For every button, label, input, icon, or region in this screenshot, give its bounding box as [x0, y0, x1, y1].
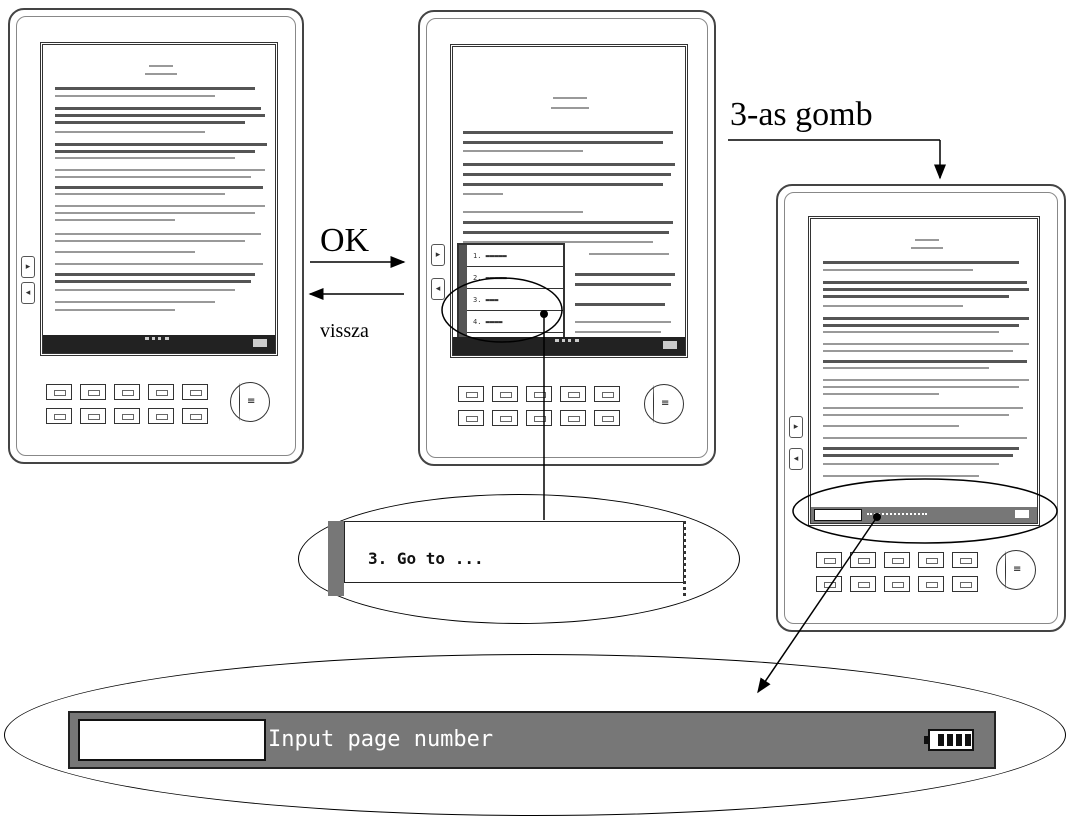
key-4[interactable] [148, 384, 174, 400]
key-8[interactable] [526, 410, 552, 426]
navigation-dpad[interactable]: ≡ [230, 382, 270, 422]
page-up-button[interactable]: ▸ [789, 416, 803, 438]
ok-center-icon: ≡ [661, 398, 670, 409]
key-9[interactable] [918, 576, 944, 592]
ereader-right-screen [808, 216, 1040, 526]
key-5[interactable] [594, 386, 620, 402]
menu-side-bar [328, 521, 344, 596]
vissza-label: vissza [320, 320, 369, 342]
battery-full-icon [924, 729, 974, 751]
key-3[interactable] [526, 386, 552, 402]
page-up-button[interactable]: ▸ [431, 244, 445, 266]
status-bar [43, 335, 275, 353]
page-down-button[interactable]: ◂ [21, 282, 35, 304]
page-down-button[interactable]: ◂ [789, 448, 803, 470]
battery-icon [663, 341, 677, 349]
key-1[interactable] [816, 552, 842, 568]
key-9[interactable] [560, 410, 586, 426]
menu-item-1[interactable]: 1. ▬▬▬▬▬ [467, 245, 563, 267]
key-2[interactable] [80, 384, 106, 400]
page-number-input[interactable] [78, 719, 266, 761]
key-5[interactable] [952, 552, 978, 568]
key-7[interactable] [850, 576, 876, 592]
key-0[interactable] [594, 410, 620, 426]
ok-center-icon: ≡ [1013, 564, 1022, 575]
key-6[interactable] [458, 410, 484, 426]
zoom-ellipse-menu [298, 494, 740, 624]
battery-icon [1015, 510, 1029, 518]
key-6[interactable] [46, 408, 72, 424]
button3-label: 3-as gomb [730, 96, 873, 133]
key-7[interactable] [492, 410, 518, 426]
key-3[interactable] [884, 552, 910, 568]
navigation-dpad[interactable]: ≡ [644, 384, 684, 424]
key-8[interactable] [884, 576, 910, 592]
page-up-button[interactable]: ▸ [21, 256, 35, 278]
navigation-dpad[interactable]: ≡ [996, 550, 1036, 590]
page-input-status-bar [811, 507, 1037, 523]
text-page [817, 225, 1031, 501]
key-0[interactable] [952, 576, 978, 592]
key-2[interactable] [850, 552, 876, 568]
key-1[interactable] [46, 384, 72, 400]
ereader-left-screen [40, 42, 278, 356]
menu-scroll-edge [680, 521, 686, 596]
text-page [459, 53, 679, 333]
ereader-middle: 1. ▬▬▬▬▬ 2. ▬▬▬▬▬ 3. ▬▬▬ 4. ▬▬▬▬ 5. ▬▬ ▸… [418, 10, 716, 466]
page-number-prompt: Input page number [268, 727, 494, 752]
zoomed-menu-item: 3. Go to ... [328, 521, 688, 596]
page-down-button[interactable]: ◂ [431, 278, 445, 300]
key-0[interactable] [182, 408, 208, 424]
zoomed-page-input-bar: Input page number [68, 711, 996, 769]
menu-item-3[interactable]: 3. ▬▬▬ [467, 289, 563, 311]
key-5[interactable] [182, 384, 208, 400]
key-4[interactable] [918, 552, 944, 568]
menu-item-4[interactable]: 4. ▬▬▬▬ [467, 311, 563, 333]
text-page [49, 51, 269, 331]
key-8[interactable] [114, 408, 140, 424]
key-3[interactable] [114, 384, 140, 400]
ereader-left: ▸ ◂ ≡ [8, 8, 304, 464]
ok-center-icon: ≡ [247, 396, 256, 407]
zoom-ellipse-statusbar [4, 654, 1066, 816]
ok-label: OK [320, 222, 370, 259]
key-1[interactable] [458, 386, 484, 402]
key-9[interactable] [148, 408, 174, 424]
key-6[interactable] [816, 576, 842, 592]
menu-item-goto: 3. Go to ... [368, 549, 484, 568]
ereader-right: ▸ ◂ ≡ [776, 184, 1066, 632]
ereader-middle-screen: 1. ▬▬▬▬▬ 2. ▬▬▬▬▬ 3. ▬▬▬ 4. ▬▬▬▬ 5. ▬▬ [450, 44, 688, 358]
key-7[interactable] [80, 408, 106, 424]
key-2[interactable] [492, 386, 518, 402]
battery-icon [253, 339, 267, 347]
key-4[interactable] [560, 386, 586, 402]
